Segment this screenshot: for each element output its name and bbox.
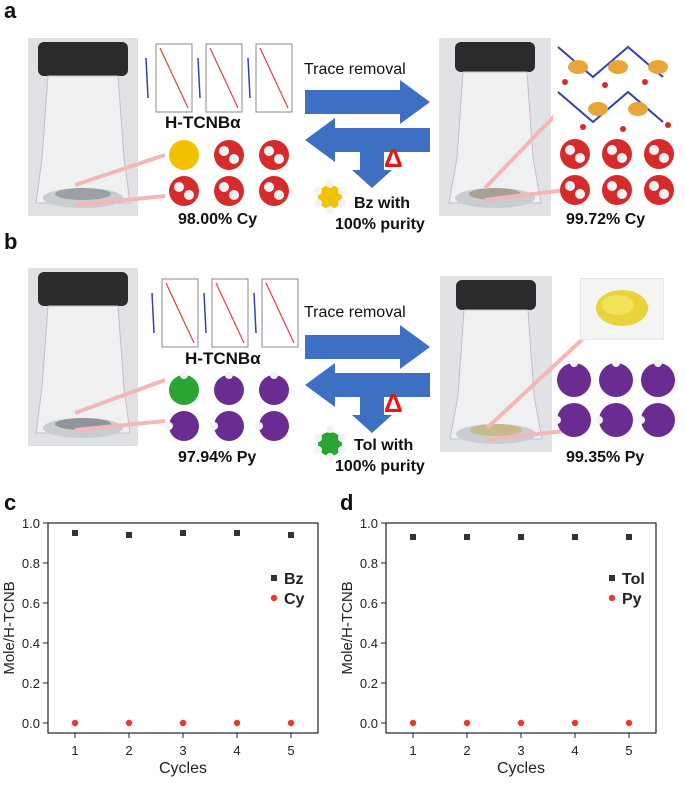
crystal-structure-b xyxy=(151,278,299,348)
data-point-cy xyxy=(179,719,187,727)
legend-marker-py xyxy=(608,594,616,602)
data-point-bz xyxy=(234,530,240,536)
x-tick-label: 3 xyxy=(517,743,524,758)
legend-label-tol: Tol xyxy=(622,571,645,588)
panel-letter-a: a xyxy=(4,0,17,23)
data-point-bz xyxy=(288,532,294,538)
y-tick-label: 0.8 xyxy=(22,556,40,571)
crystal-label-b: H-TCNBα xyxy=(185,349,261,368)
data-point-bz xyxy=(180,530,186,536)
y-tick-label: 1.0 xyxy=(360,516,378,531)
data-point-cy xyxy=(287,719,295,727)
data-point-py xyxy=(571,719,579,727)
data-point-tol xyxy=(572,534,578,540)
product-line1-a: Bz with xyxy=(354,195,410,212)
data-point-py xyxy=(625,719,633,727)
pointer-lines-right-b xyxy=(485,333,589,442)
pointer-lines-left-a xyxy=(74,153,166,207)
arrow-label-a: Trace removal xyxy=(304,61,406,78)
y-tick-label: 0.2 xyxy=(22,676,40,691)
data-point-py xyxy=(409,719,417,727)
x-tick-label: 5 xyxy=(625,743,632,758)
plot-frame xyxy=(385,522,657,734)
y-tick-label: 0.6 xyxy=(22,596,40,611)
x-tick-label: 5 xyxy=(287,743,294,758)
molecule-grid-right-a xyxy=(560,139,674,205)
pointer-lines-right-a xyxy=(483,103,567,202)
legend-marker-cy xyxy=(270,594,278,602)
panel-letter-d: d xyxy=(340,490,354,515)
y-tick-label: 0.4 xyxy=(22,636,40,651)
left-caption-a: 98.00% Cy xyxy=(178,211,258,228)
panel-letter-b: b xyxy=(4,229,18,254)
data-point-py xyxy=(463,719,471,727)
data-point-tol xyxy=(518,534,524,540)
delta-symbol-b: Δ xyxy=(384,388,403,418)
right-caption-b: 99.35% Py xyxy=(566,449,645,466)
legend-marker-bz xyxy=(271,575,277,581)
x-tick-label: 1 xyxy=(71,743,78,758)
data-point-bz xyxy=(72,530,78,536)
y-tick-label: 0.4 xyxy=(360,636,378,651)
pointer-lines-left-b xyxy=(74,378,166,432)
legend-marker-tol xyxy=(609,575,615,581)
x-axis-label: Cycles xyxy=(497,760,545,777)
y-tick-label: 1.0 xyxy=(22,516,40,531)
x-tick-label: 4 xyxy=(233,743,240,758)
x-tick-label: 2 xyxy=(463,743,470,758)
legend-label-bz: Bz xyxy=(284,571,304,588)
data-point-cy xyxy=(71,719,79,727)
toluene-icon xyxy=(314,425,346,459)
x-tick-label: 4 xyxy=(571,743,578,758)
crystal-label-a: H-TCNBα xyxy=(165,113,241,132)
legend-label-py: Py xyxy=(622,591,642,608)
data-point-tol xyxy=(464,534,470,540)
arrow-label-b: Trace removal xyxy=(304,304,406,321)
data-point-py xyxy=(517,719,525,727)
y-tick-label: 0.0 xyxy=(22,716,40,731)
process-arrows-b xyxy=(305,325,430,433)
panel-letter-c: c xyxy=(4,490,17,515)
left-caption-b: 97.94% Py xyxy=(178,449,257,466)
process-arrows-a xyxy=(305,80,430,188)
y-tick-label: 0.6 xyxy=(360,596,378,611)
right-caption-a: 99.72% Cy xyxy=(566,211,646,228)
y-axis-label: Mole/H-TCNB xyxy=(1,581,18,674)
y-tick-label: 0.0 xyxy=(360,716,378,731)
x-tick-label: 1 xyxy=(409,743,416,758)
data-point-tol xyxy=(626,534,632,540)
product-line2-b: 100% purity xyxy=(335,458,425,475)
data-point-bz xyxy=(126,532,132,538)
plot-frame xyxy=(47,522,319,734)
vial-image-left-a xyxy=(28,38,138,216)
x-tick-label: 3 xyxy=(179,743,186,758)
vial-image-right-b xyxy=(440,276,552,452)
yellow-powder-photo xyxy=(580,278,664,340)
delta-symbol-a: Δ xyxy=(384,143,403,173)
molecule-grid-right-b xyxy=(553,360,675,437)
data-point-cy xyxy=(233,719,241,727)
molecule-grid-left-a xyxy=(169,140,289,206)
benzene-icon xyxy=(314,180,346,214)
x-axis-label: Cycles xyxy=(159,760,207,777)
packing-structure-a xyxy=(553,37,681,137)
y-axis-label: Mole/H-TCNB xyxy=(339,581,356,674)
legend-label-cy: Cy xyxy=(284,591,305,608)
y-tick-label: 0.8 xyxy=(360,556,378,571)
y-tick-label: 0.2 xyxy=(360,676,378,691)
product-line1-b: Tol with xyxy=(354,437,414,454)
data-point-cy xyxy=(125,719,133,727)
molecule-grid-left-b xyxy=(165,372,289,441)
data-point-tol xyxy=(410,534,416,540)
crystal-structure-a xyxy=(145,43,293,113)
x-tick-label: 2 xyxy=(125,743,132,758)
product-line2-a: 100% purity xyxy=(335,216,425,233)
vial-image-right-a xyxy=(439,38,551,216)
